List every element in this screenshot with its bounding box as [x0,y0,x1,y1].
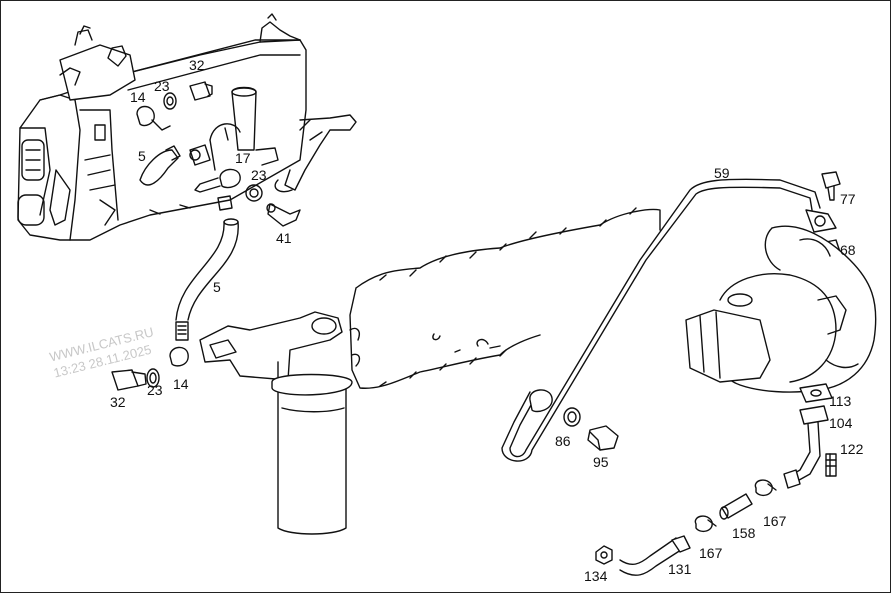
callout-23-lower[interactable]: 23 [147,382,163,398]
callout-104[interactable]: 104 [829,415,853,431]
fitting-parts-upper [136,81,301,227]
callout-86[interactable]: 86 [555,433,571,449]
callout-5-upper[interactable]: 5 [138,148,146,164]
fuel-filter [199,311,353,535]
callout-158[interactable]: 158 [732,525,756,541]
callout-32-lower[interactable]: 32 [110,394,126,410]
callout-122[interactable]: 122 [840,441,864,457]
callout-113[interactable]: 113 [829,393,852,409]
callout-23-upper[interactable]: 23 [154,78,170,94]
callout-68[interactable]: 68 [840,242,856,258]
callout-131[interactable]: 131 [668,561,692,577]
callout-167-left[interactable]: 167 [699,545,723,561]
callout-14-lower[interactable]: 14 [173,376,189,392]
turbocharger [685,225,877,393]
callout-14-upper[interactable]: 14 [130,89,146,105]
callout-95[interactable]: 95 [593,454,609,470]
callout-77[interactable]: 77 [840,191,856,207]
injection-pump [17,13,357,241]
callout-32-upper[interactable]: 32 [189,57,205,73]
fuel-hose-lower [111,218,239,391]
callout-167-right[interactable]: 167 [763,513,787,529]
callout-23-mid[interactable]: 23 [251,167,267,183]
engine-block-outline [349,207,661,389]
callout-17[interactable]: 17 [235,150,251,166]
oil-pressure-line [501,178,837,462]
callout-41[interactable]: 41 [276,230,292,246]
callout-134[interactable]: 134 [584,568,608,584]
callout-59[interactable]: 59 [714,165,730,181]
oil-return-parts [595,383,837,576]
callout-5-lower[interactable]: 5 [213,279,221,295]
